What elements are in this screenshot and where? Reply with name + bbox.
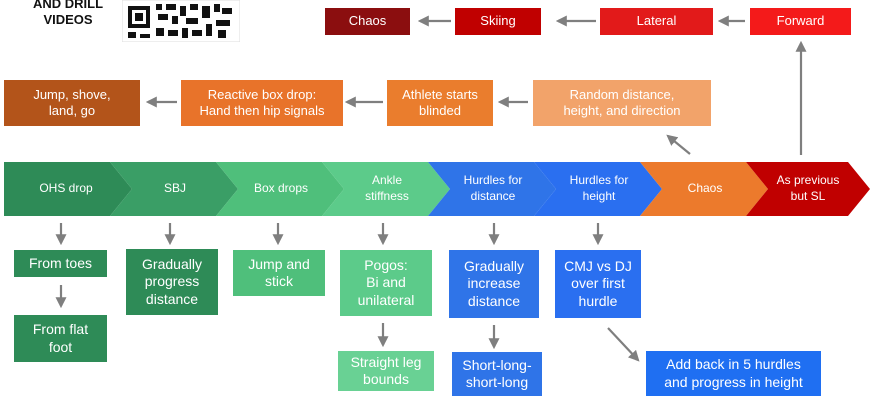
lateral-box: Lateral <box>600 8 713 35</box>
short-long-box: Short-long- short-long <box>452 352 542 396</box>
chevron-sbj <box>110 162 238 216</box>
chevron-label-hurdles-distance: Hurdles for distance <box>463 173 523 203</box>
pogos-box: Pogos: Bi and unilateral <box>340 250 432 316</box>
gradually-progress-box: Gradually progress distance <box>126 249 218 315</box>
chevron-label-ankle: Ankle stiffness <box>365 173 409 203</box>
arrow-chaos-to-random <box>666 134 691 155</box>
athlete-blinded-box: Athlete starts blinded <box>387 80 493 126</box>
chevron-box-drops <box>216 162 344 216</box>
chevron-label-chaos: Chaos <box>687 181 723 196</box>
chevron-as-previous <box>746 162 870 216</box>
forward-box: Forward <box>750 8 851 35</box>
chevron-label-hurdles-height: Hurdles for height <box>569 173 629 203</box>
chevron-label-box: Box drops <box>253 181 309 196</box>
add-back-hurdles-box: Add back in 5 hurdles and progress in he… <box>646 351 821 396</box>
reactive-box-drop-box: Reactive box drop: Hand then hip signals <box>181 80 343 126</box>
chevron-chaos <box>640 162 768 216</box>
qr-code-icon[interactable] <box>122 0 240 42</box>
jump-shove-box: Jump, shove, land, go <box>4 80 140 126</box>
chevron-ohs-drop <box>4 162 132 216</box>
cmj-vs-dj-box: CMJ vs DJ over first hurdle <box>555 250 641 318</box>
chaos-top-box: Chaos <box>325 8 410 35</box>
straight-leg-bounds-box: Straight leg bounds <box>338 351 434 391</box>
skiing-box: Skiing <box>455 8 541 35</box>
arrow-cmj-to-addback <box>607 327 640 362</box>
page-title: AND DRILL VIDEOS <box>32 0 104 27</box>
from-flat-foot-box: From flat foot <box>14 315 107 362</box>
gradually-increase-box: Gradually increase distance <box>449 250 539 318</box>
chevron-label-as-previous: As previous but SL <box>776 173 840 203</box>
chevron-label-ohs: OHS drop <box>39 181 93 196</box>
chevron-hurdles-height <box>534 162 662 216</box>
random-distance-box: Random distance, height, and direction <box>533 80 711 126</box>
chevron-hurdles-distance <box>428 162 556 216</box>
chevron-ankle <box>322 162 450 216</box>
from-toes-box: From toes <box>14 250 107 277</box>
chevron-label-sbj: SBJ <box>163 181 186 196</box>
jump-and-stick-box: Jump and stick <box>233 250 325 296</box>
